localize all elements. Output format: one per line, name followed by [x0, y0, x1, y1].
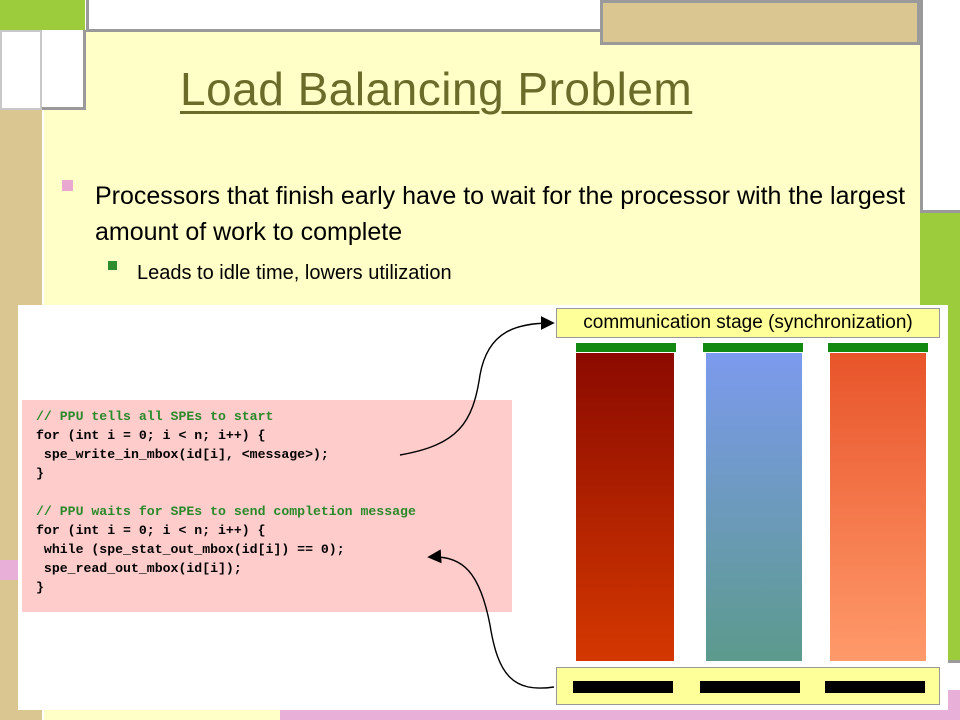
decor-white-block: [0, 30, 42, 110]
sync-bar: [703, 343, 803, 352]
decor-white-corner: [920, 0, 960, 210]
decor-green-block: [0, 0, 85, 30]
decor-pink-block: [0, 560, 20, 580]
wait-bar: [573, 681, 673, 693]
code-line: spe_write_in_mbox(id[i], <message>);: [36, 447, 329, 462]
processor-work-bar: [576, 353, 674, 661]
code-line: spe_read_out_mbox(id[i]);: [36, 561, 242, 576]
code-block: // PPU tells all SPEs to start for (int …: [22, 400, 512, 612]
arrow-to-sync-stage: [399, 316, 555, 456]
slide-title: Load Balancing Problem: [180, 63, 693, 115]
sub-bullet-marker: [108, 261, 117, 270]
wait-bar: [825, 681, 925, 693]
arrow-from-completion-stage: [427, 549, 555, 689]
code-line: while (spe_stat_out_mbox(id[i]) == 0);: [36, 542, 345, 557]
decor-top-strip: [86, 0, 600, 32]
sync-stage-label: communication stage (synchronization): [556, 308, 940, 338]
code-line: for (int i = 0; i < n; i++) {: [36, 428, 266, 443]
bullet-marker: [62, 180, 73, 191]
code-line: }: [36, 580, 44, 595]
wait-bar: [700, 681, 800, 693]
decor-tan-block: [600, 0, 920, 45]
processor-work-bar: [706, 353, 802, 661]
processor-work-bar: [830, 353, 926, 661]
bullet-text: Processors that finish early have to wai…: [95, 182, 906, 246]
decor-white-frame: [42, 30, 86, 110]
diagram: // PPU tells all SPEs to start for (int …: [18, 305, 948, 710]
code-line: // PPU waits for SPEs to send completion…: [36, 504, 416, 519]
code-line: // PPU tells all SPEs to start: [36, 409, 274, 424]
sync-bar: [576, 343, 676, 352]
code-line: for (int i = 0; i < n; i++) {: [36, 523, 266, 538]
code-line: }: [36, 466, 44, 481]
sub-bullet-text: Leads to idle time, lowers utilization: [137, 262, 452, 284]
completion-stage-box: [556, 667, 940, 705]
sync-bar: [828, 343, 928, 352]
arrows: [399, 316, 555, 689]
